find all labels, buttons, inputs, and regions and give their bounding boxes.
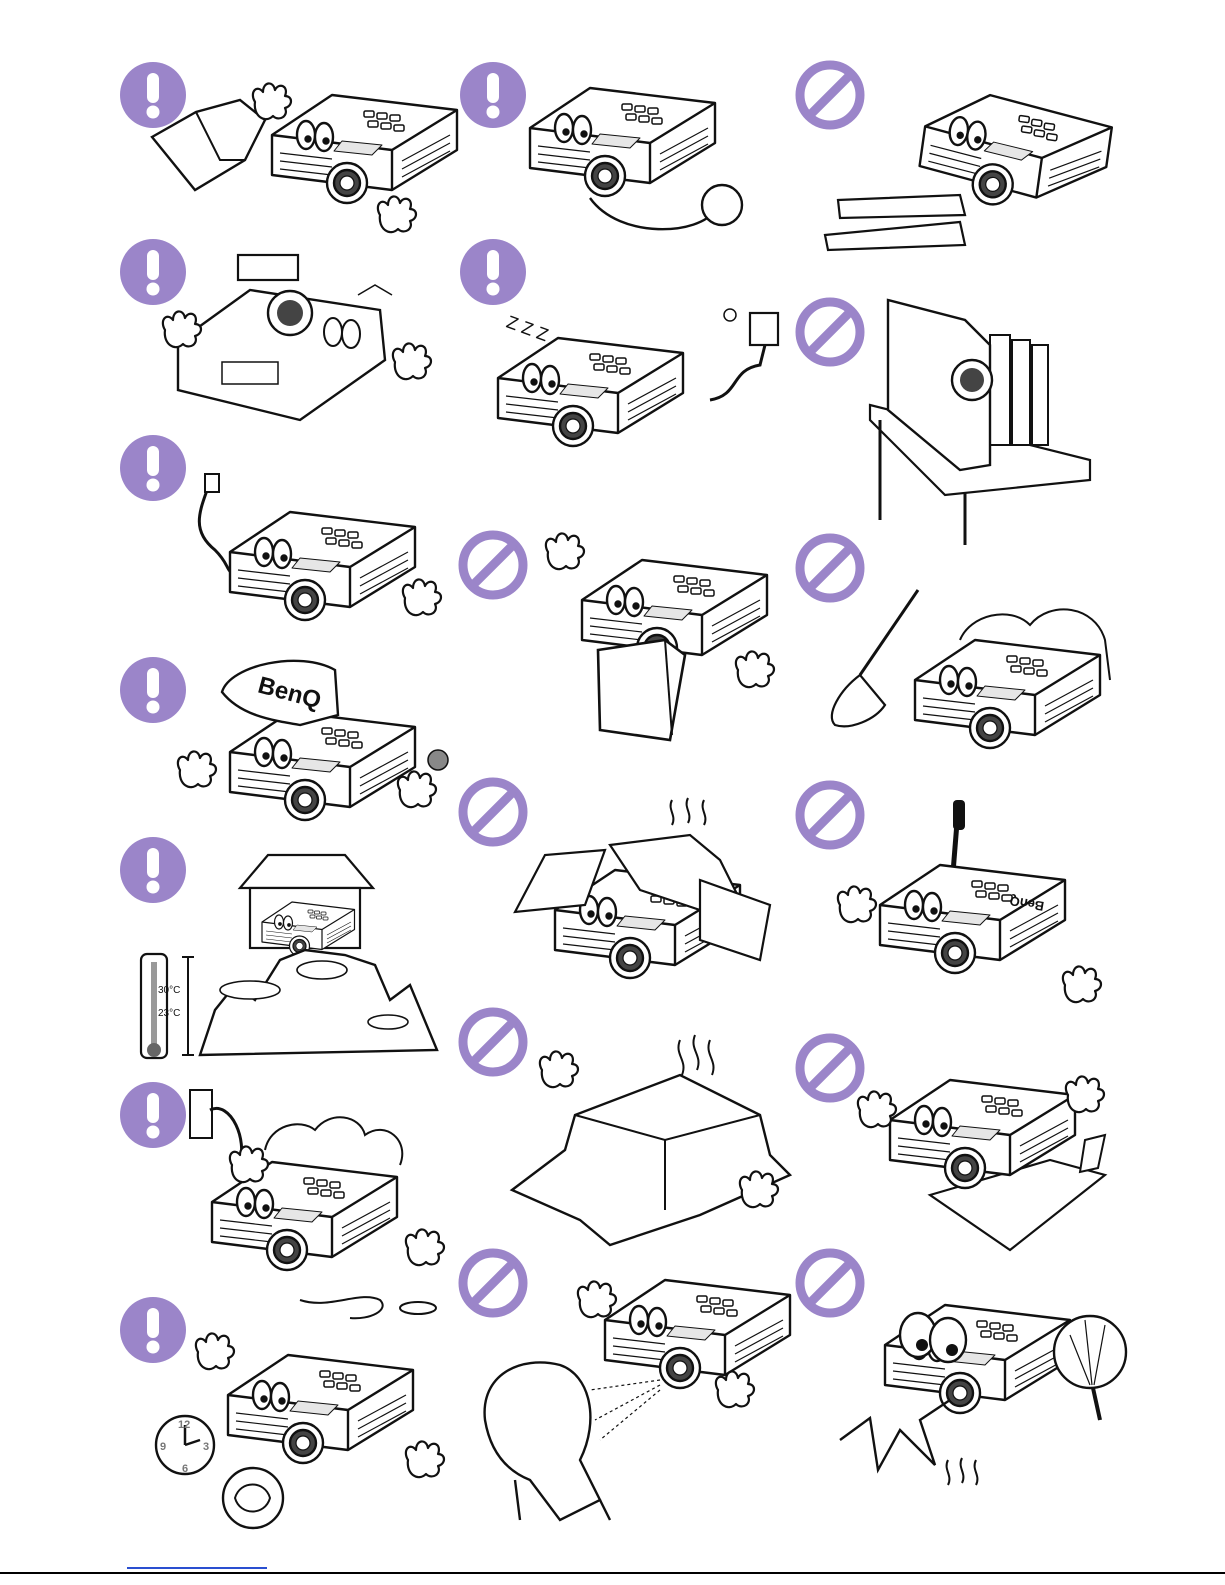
person-illustration: [485, 1362, 600, 1520]
panel-unplug-liquid: [120, 1082, 444, 1318]
footer-tab-accent: [127, 1567, 267, 1569]
panel-power-cord: [120, 435, 441, 620]
mandatory-exclamation-icon: [460, 62, 526, 128]
panel-no-cover-hot: [463, 782, 770, 978]
panel-standby-power: Z Z Z: [460, 239, 778, 446]
projector-illustration: [498, 338, 683, 446]
prohibited-icon: [800, 302, 860, 362]
prohibited-icon: [463, 535, 523, 595]
lamp-magnifier-icon: [223, 1468, 283, 1528]
mandatory-exclamation-icon: [120, 657, 186, 723]
clock-3: 3: [203, 1441, 209, 1453]
projector-illustration: [230, 712, 415, 820]
footer-rule: [0, 1572, 1225, 1574]
panel-no-disassemble: BenQ: [800, 785, 1101, 1002]
panel-no-tilt-stack: [800, 65, 1114, 250]
hand-fan-icon: [1054, 1316, 1126, 1388]
mandatory-exclamation-icon: [120, 435, 186, 501]
mandatory-exclamation-icon: [460, 239, 526, 305]
mandatory-exclamation-icon: [120, 1082, 186, 1148]
panel-ceiling-mount: [120, 239, 431, 420]
prohibited-icon: [463, 1012, 523, 1072]
temperature-low-label: 23°C: [158, 1008, 180, 1019]
panel-no-liquid: [800, 1038, 1105, 1250]
projector-illustration: [272, 95, 457, 203]
prohibited-icon: [800, 785, 860, 845]
prohibited-icon: [463, 782, 523, 842]
panel-no-cloth-cover: [463, 1012, 790, 1245]
projector-illustration: [915, 640, 1100, 748]
temperature-high-label: 30°C: [158, 985, 180, 996]
sleep-zzz-text: Z Z Z: [504, 312, 551, 346]
panel-brand-cap: BenQ: [120, 657, 448, 820]
mandatory-exclamation-icon: [120, 239, 186, 305]
panel-no-fan-heat: [800, 1253, 1126, 1485]
mandatory-exclamation-icon: [120, 62, 186, 128]
panel-read-manual: [120, 62, 457, 232]
prohibited-icon: [463, 1253, 523, 1313]
projector-illustration: [880, 865, 1065, 973]
panel-no-dust: [800, 538, 1110, 748]
projector-illustration: [228, 1355, 413, 1463]
mandatory-exclamation-icon: [120, 837, 186, 903]
clock-12: 12: [178, 1419, 190, 1431]
prohibited-icon: [800, 1038, 860, 1098]
panel-no-vertical: [800, 300, 1090, 545]
panel-timer-lamp: 12 3 6 9: [120, 1297, 444, 1528]
projector-illustration: [530, 88, 715, 196]
panel-carry-handle: [460, 62, 742, 229]
projector-illustration: [605, 1280, 790, 1388]
clock-9: 9: [160, 1441, 166, 1453]
panel-altitude-temperature: 30°C 23°C: [120, 837, 437, 1058]
prohibited-icon: [800, 1253, 860, 1313]
projector-illustration: [230, 512, 415, 620]
panel-no-lens-block: [463, 533, 774, 740]
prohibited-icon: [800, 65, 860, 125]
mandatory-exclamation-icon: [120, 1297, 186, 1363]
prohibited-icon: [800, 538, 860, 598]
clock-6: 6: [182, 1463, 188, 1475]
panel-no-stare-light: [463, 1253, 790, 1520]
